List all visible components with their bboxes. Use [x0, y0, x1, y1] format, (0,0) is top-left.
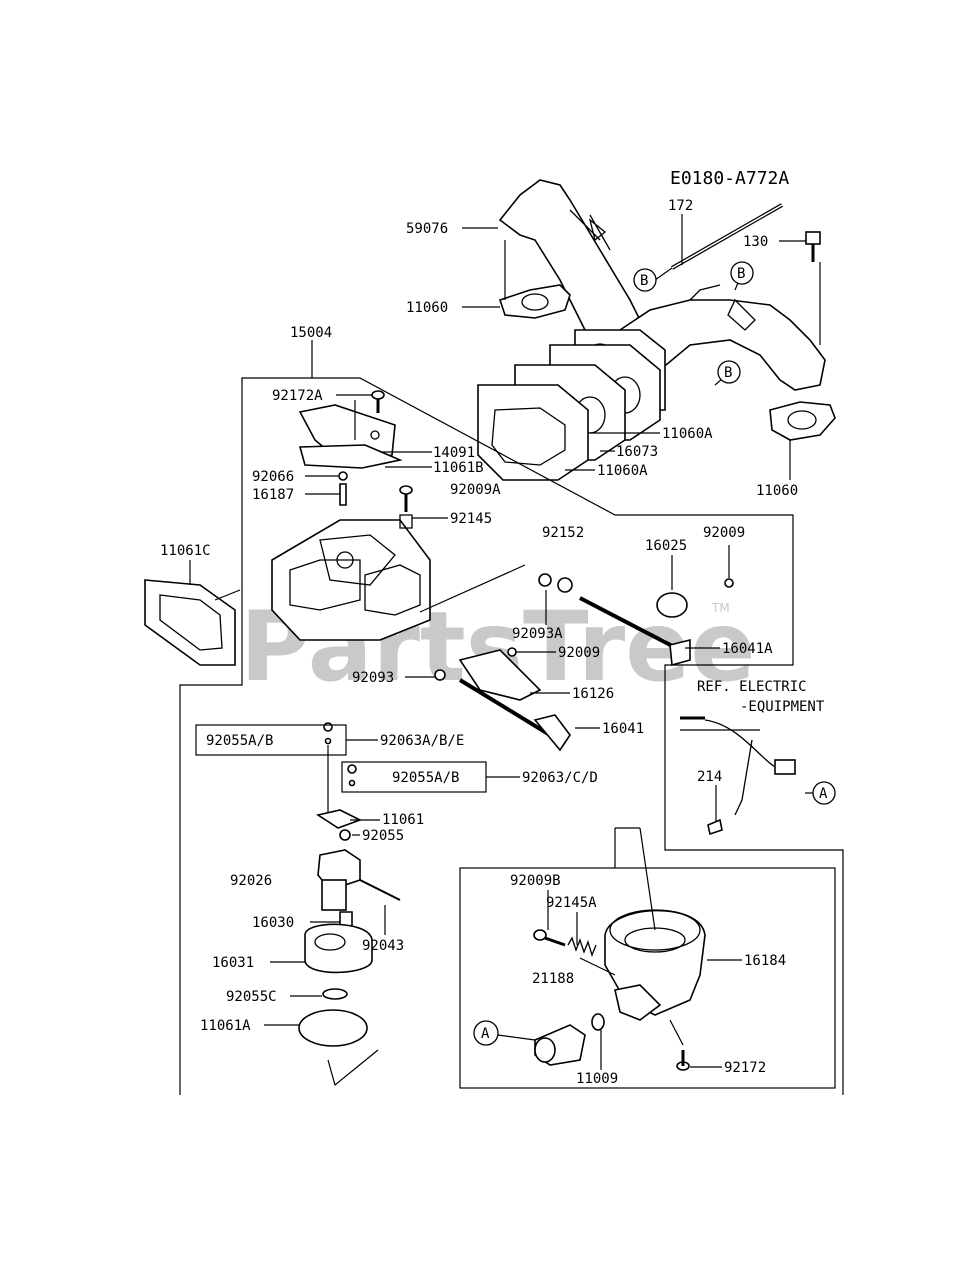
o-ring-92066: [338, 471, 348, 481]
label-16073: 16073: [616, 444, 658, 460]
screw-92009a: [399, 485, 413, 529]
label-15004: 15004: [290, 325, 332, 341]
svg-text:B: B: [724, 365, 732, 381]
label-11060-top: 11060: [406, 300, 448, 316]
label-92152: 92152: [542, 525, 584, 541]
svg-text:A: A: [481, 1026, 490, 1042]
screw-92172a: [371, 390, 385, 413]
label-11061: 11061: [382, 812, 424, 828]
svg-text:B: B: [737, 266, 745, 282]
screw-92172: [676, 1050, 690, 1071]
plate-16126: [458, 649, 542, 701]
gasket-11061c: [144, 579, 236, 666]
ref-note-line1: REF. ELECTRIC: [697, 679, 807, 695]
label-92066: 92066: [252, 469, 294, 485]
label-92093a: 92093A: [512, 626, 563, 642]
float-bowl-assy: [298, 722, 401, 1047]
jet-16187: [339, 483, 347, 506]
electric-inset: [680, 716, 796, 836]
o-ring-11009: [591, 1013, 605, 1031]
label-11061a: 11061A: [200, 1018, 251, 1034]
label-92145: 92145: [450, 511, 492, 527]
label-16041: 16041: [602, 721, 644, 737]
label-16025: 16025: [645, 538, 687, 554]
label-11061b: 11061B: [433, 460, 484, 476]
label-92043: 92043: [362, 938, 404, 954]
label-21188: 21188: [532, 971, 574, 987]
carburetor-body: [271, 519, 431, 641]
gasket-11060-top: [498, 284, 571, 319]
label-16184: 16184: [744, 953, 786, 969]
choke-shaft-16041: [458, 678, 571, 752]
solenoid-a: [534, 1024, 586, 1066]
label-92172: 92172: [724, 1060, 766, 1076]
callout-a-2: A: [473, 1020, 499, 1046]
label-11009: 11009: [576, 1071, 618, 1087]
throttle-shaft-assy: [538, 573, 734, 667]
washer-92093: [434, 669, 446, 681]
ref-note-line2: -EQUIPMENT: [740, 699, 825, 715]
label-92055ab-2: 92055A/B: [392, 770, 459, 786]
label-92055ab-1: 92055A/B: [206, 733, 273, 749]
screw-92009b: [533, 929, 566, 947]
label-92026: 92026: [230, 873, 272, 889]
callout-b-3: B: [717, 360, 741, 384]
frame-lines: [179, 214, 844, 1095]
spring-92145a: [567, 936, 597, 957]
label-92055c: 92055C: [226, 989, 277, 1005]
label-16041a: 16041A: [722, 641, 773, 657]
label-16031: 16031: [212, 955, 254, 971]
callout-a-1: A: [812, 781, 836, 805]
label-214: 214: [697, 769, 722, 785]
bolt-130: [805, 231, 821, 262]
diagram-code: E0180-A772A: [670, 168, 789, 189]
part-labels: 59076 11060 172 130 15004 92172A 14091 1…: [160, 198, 825, 1087]
label-16126: 16126: [572, 686, 614, 702]
bolt-172: [671, 203, 783, 270]
label-11060-bottom: 11060: [756, 483, 798, 499]
label-92063cd: 92063/C/D: [522, 770, 598, 786]
label-11061c: 11061C: [160, 543, 211, 559]
label-92093: 92093: [352, 670, 394, 686]
gasket-11061b: [298, 444, 403, 469]
label-92063abe: 92063A/B/E: [380, 733, 464, 749]
watermark-trademark: TM: [711, 601, 730, 615]
label-92055: 92055: [362, 828, 404, 844]
label-92009b: 92009B: [510, 873, 561, 889]
svg-text:B: B: [640, 273, 648, 289]
label-92009-1: 92009: [703, 525, 745, 541]
label-11060a-2: 11060A: [597, 463, 648, 479]
throttle-body-16184: [604, 909, 706, 1021]
label-16030: 16030: [252, 915, 294, 931]
label-11060a-1: 11060A: [662, 426, 713, 442]
label-92172a: 92172A: [272, 388, 323, 404]
callout-b-1: B: [633, 268, 657, 292]
label-92145a: 92145A: [546, 895, 597, 911]
label-59076: 59076: [406, 221, 448, 237]
label-14091: 14091: [433, 445, 475, 461]
svg-text:A: A: [819, 786, 828, 802]
label-92009a: 92009A: [450, 482, 501, 498]
gasket-11060-bottom: [769, 401, 836, 441]
label-92009-2: 92009: [558, 645, 600, 661]
label-16187: 16187: [252, 487, 294, 503]
callout-b-2: B: [730, 261, 754, 285]
label-130: 130: [743, 234, 768, 250]
screw-92009: [507, 647, 517, 657]
gasket-stack: [477, 344, 661, 481]
label-172: 172: [668, 198, 693, 214]
